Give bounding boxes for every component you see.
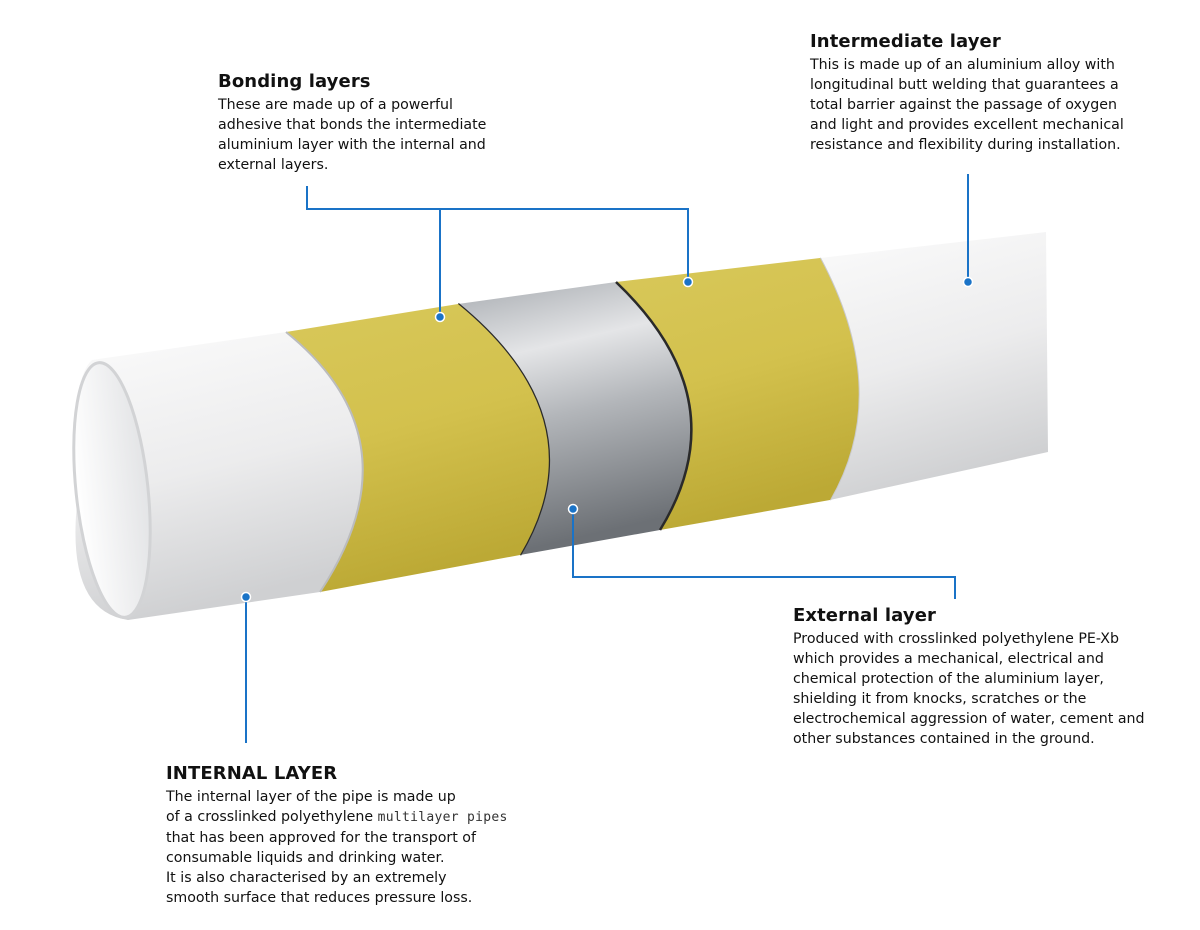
marker-dot-bonding-right	[682, 276, 694, 288]
callout-description: The internal layer of the pipe is made u…	[166, 787, 536, 908]
marker-dot-internal	[240, 591, 252, 603]
callout-description: Produced with crosslinked polyethylene P…	[793, 631, 1145, 747]
external-layer-band	[820, 232, 1048, 500]
callout-internal-layer: INTERNAL LAYER The internal layer of the…	[166, 762, 536, 908]
marker-dot-bonding-left	[434, 311, 446, 323]
multilayer-pipes-link[interactable]: multilayer pipes	[377, 810, 508, 825]
callout-title: External layer	[793, 605, 936, 626]
callout-title: Bonding layers	[218, 71, 371, 92]
leader-line-bonding	[306, 186, 689, 317]
callout-intermediate-layer: Intermediate layer This is made up of an…	[810, 30, 1155, 155]
pipe-opening	[72, 361, 152, 619]
callout-external-layer: External layer Produced with crosslinked…	[793, 604, 1158, 749]
marker-dot-intermediate	[962, 276, 974, 288]
callout-title: Intermediate layer	[810, 31, 1001, 52]
bonding-layer-left-band	[286, 304, 549, 592]
marker-dot-external	[567, 503, 579, 515]
aluminium-right-edge	[615, 281, 693, 531]
leader-line-external	[572, 509, 956, 599]
aluminium-layer-band	[458, 282, 692, 555]
callout-description: These are made up of a powerful adhesive…	[218, 97, 487, 173]
bonding-layer-right-band	[616, 258, 859, 530]
callout-description: This is made up of an aluminium alloy wi…	[810, 57, 1124, 153]
internal-layer-edge	[285, 331, 364, 593]
description-text-after: that has been approved for the transport…	[166, 830, 476, 906]
callout-bonding-layers: Bonding layers These are made up of a po…	[218, 70, 518, 175]
description-text-before: The internal layer of the pipe is made u…	[166, 789, 456, 825]
callout-title: INTERNAL LAYER	[166, 763, 338, 784]
